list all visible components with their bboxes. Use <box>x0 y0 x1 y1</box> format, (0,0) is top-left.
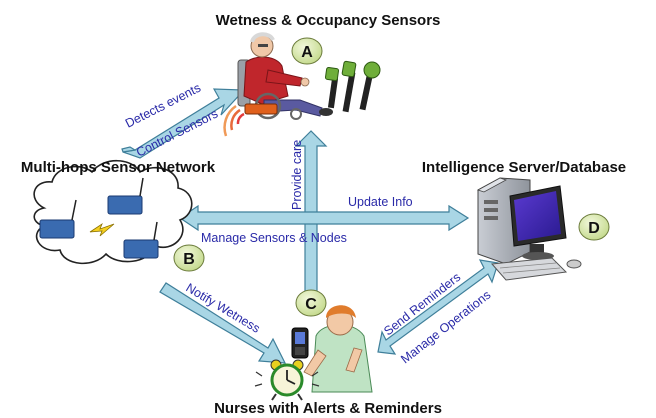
label-provide-care: Provide care <box>290 140 304 210</box>
badge-a-label: A <box>301 44 313 61</box>
elderly-wheelchair-illustration <box>223 32 381 137</box>
badge-c: C <box>295 289 327 317</box>
sensor-network-cloud <box>33 160 193 265</box>
badge-b: B <box>173 244 205 272</box>
title-multi-hops-sensor-network: Multi-hops Sensor Network <box>21 159 216 176</box>
sensor-strip-1 <box>324 66 340 109</box>
lightning-link-icon <box>89 222 115 237</box>
badge-b-label: B <box>183 251 195 268</box>
arrow-network-server <box>178 204 470 232</box>
sensor-strip-2 <box>341 60 357 113</box>
badge-d-label: D <box>588 220 600 237</box>
alarm-clock-icon <box>254 359 320 401</box>
title-intelligence-server-database: Intelligence Server/Database <box>422 159 626 176</box>
badge-c-label: C <box>305 296 317 313</box>
label-manage-sensors-nodes: Manage Sensors & Nodes <box>201 231 347 245</box>
sensor-strip-3 <box>359 61 381 111</box>
sensor-node-1 <box>39 199 77 239</box>
sensor-node-2 <box>107 177 144 215</box>
mobile-phone-icon <box>291 327 309 359</box>
badge-a: A <box>291 37 323 65</box>
sensor-node-3 <box>123 221 159 259</box>
server-computer-illustration <box>477 177 582 281</box>
title-nurses-alerts-reminders: Nurses with Alerts & Reminders <box>214 400 442 417</box>
title-wetness-occupancy-sensors: Wetness & Occupancy Sensors <box>216 12 441 29</box>
label-update-info: Update Info <box>348 195 413 209</box>
arrow-notify-wetness <box>159 282 287 364</box>
nurse-illustration <box>303 305 373 393</box>
badge-d: D <box>578 213 610 241</box>
